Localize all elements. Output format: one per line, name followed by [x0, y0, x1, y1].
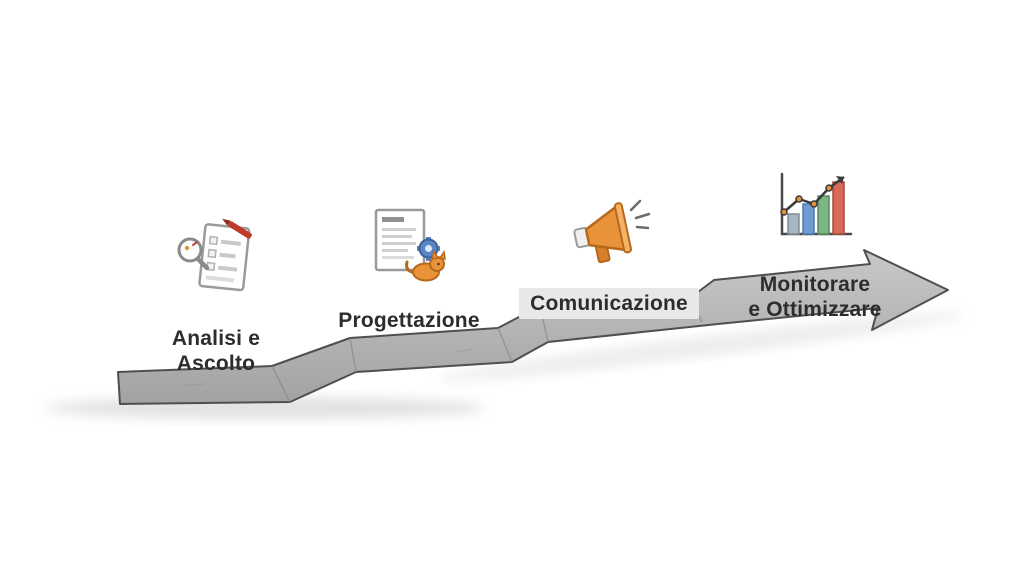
stage-progettazione: Progettazione — [330, 206, 488, 333]
orange-figure — [405, 249, 446, 282]
chart-growth-icon — [780, 172, 853, 236]
arrow-shadow-right — [436, 313, 964, 381]
stage-monitorare-e-ottimizzare: Monitorare e Ottimizzare — [740, 170, 890, 322]
document-design-icon — [374, 208, 446, 282]
stage-analisi-e-ascolto: Analisi e Ascolto — [150, 218, 282, 376]
stage-label-progettazione: Progettazione — [338, 309, 480, 332]
stage-comunicazione: Comunicazione — [519, 198, 699, 320]
stage-label-analisi: Analisi e Ascolto — [171, 327, 261, 376]
red-pen — [222, 218, 252, 239]
megaphone-icon — [573, 199, 651, 264]
stage-label-comunicazione: Comunicazione — [519, 288, 699, 320]
document-search-icon — [177, 218, 252, 292]
sound-lines — [629, 199, 651, 230]
stage-label-monitorare: Monitorare e Ottimizzare — [748, 273, 882, 322]
